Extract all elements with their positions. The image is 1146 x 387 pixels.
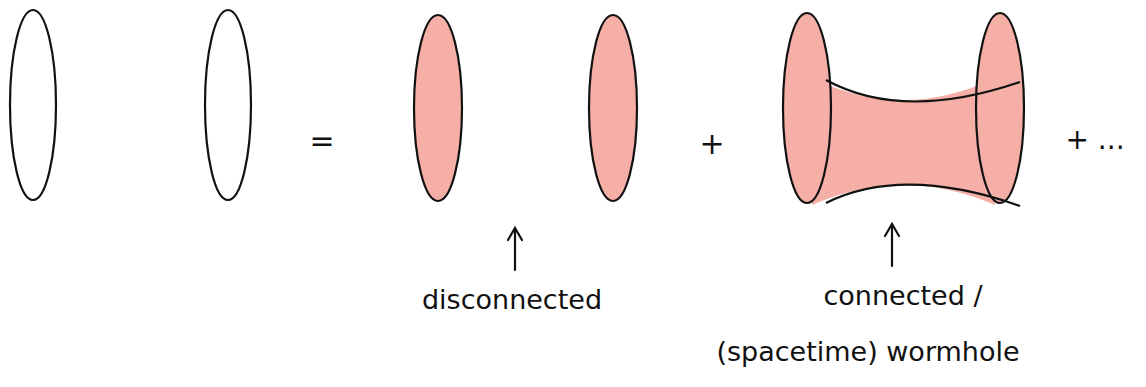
annotation-label: disconnected (422, 285, 602, 315)
operator-sign: + ... (1065, 125, 1124, 156)
operator-sign: + (699, 127, 724, 160)
pointer-arrows (508, 224, 899, 270)
operator-sign: = (309, 124, 334, 157)
annotation-label: connected / (823, 281, 982, 311)
wormhole-geometry (783, 13, 1024, 206)
empty-boundaries (10, 10, 251, 200)
disconnected-fill (414, 15, 637, 201)
annotation-label: (spacetime) wormhole (716, 337, 1019, 367)
